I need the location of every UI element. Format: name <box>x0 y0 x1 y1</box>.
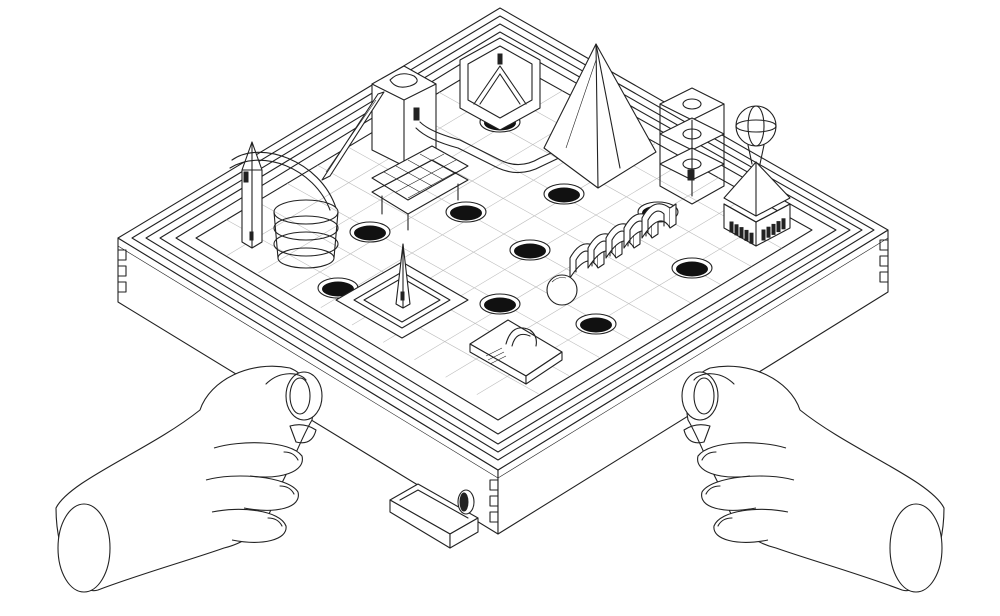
pyramid <box>543 43 657 189</box>
balloon-pavilion <box>723 105 791 247</box>
tower-with-spiral-track <box>229 141 339 269</box>
hole <box>450 205 482 221</box>
hole <box>322 281 354 297</box>
hole <box>514 243 546 259</box>
hole <box>484 297 516 313</box>
left-hand-turning-knob[interactable] <box>55 365 323 593</box>
lattice-bridge <box>371 145 469 231</box>
hole <box>548 187 580 203</box>
grid-line <box>287 183 600 358</box>
stacked-frames <box>659 87 725 205</box>
box-corner-joints <box>117 239 889 523</box>
ramp-block <box>469 319 563 385</box>
ball-return-tray <box>389 483 479 549</box>
steel-ball[interactable] <box>546 274 578 306</box>
hole <box>676 261 708 277</box>
staircase-building <box>415 37 581 174</box>
right-hand-turning-knob[interactable] <box>681 365 945 593</box>
frame-hole <box>682 98 702 110</box>
hole <box>580 317 612 333</box>
hole <box>354 225 386 241</box>
obelisk-plaza <box>335 243 469 339</box>
ramp-with-stairs <box>321 65 437 181</box>
grid-line <box>317 164 630 340</box>
arches-row <box>569 203 677 279</box>
